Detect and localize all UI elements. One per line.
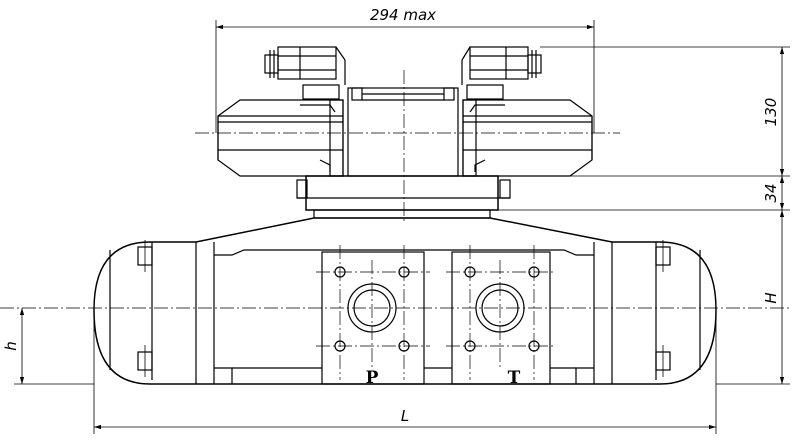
dimension-port-height: h [2, 308, 94, 385]
center-lines [0, 70, 790, 380]
dimension-plate-label: 34 [762, 183, 780, 202]
dimension-width: 294 max [215, 6, 595, 133]
port-p: P [316, 251, 430, 388]
solenoid-assembly [217, 46, 593, 177]
main-body [93, 217, 717, 385]
dimension-body-height: H [716, 210, 790, 385]
dimension-height-top-label: 130 [762, 98, 780, 127]
dimension-plate: 34 [498, 176, 790, 211]
subplate [296, 175, 511, 219]
dimension-width-label: 294 max [370, 6, 436, 24]
port-t: T [446, 251, 556, 388]
dimension-height-top: 130 [510, 46, 790, 177]
dimension-body-height-label: H [762, 292, 780, 303]
port-t-label: T [508, 368, 521, 388]
dimension-length-label: L [401, 407, 409, 425]
central-yoke [347, 87, 459, 177]
right-solenoid [462, 99, 593, 177]
left-connector [264, 46, 346, 100]
dimension-length: L [93, 310, 717, 434]
port-p-label: P [366, 368, 379, 388]
dimension-port-height-label: h [2, 341, 20, 351]
left-solenoid [217, 99, 344, 177]
right-connector [461, 46, 542, 100]
